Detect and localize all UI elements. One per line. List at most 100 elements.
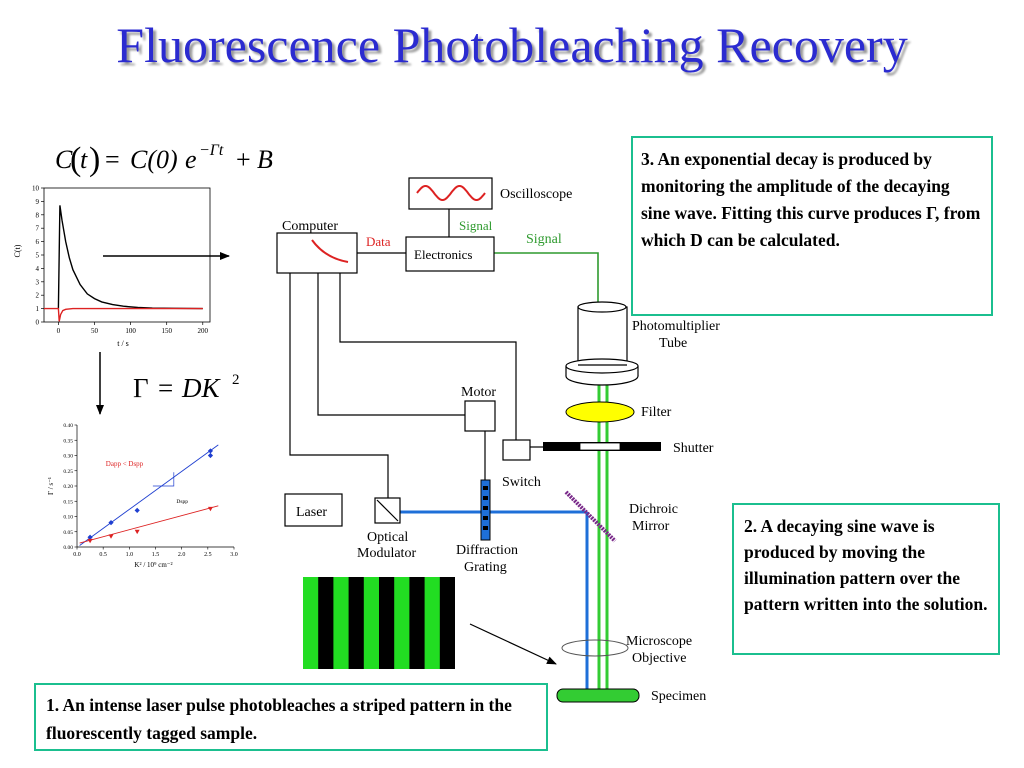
eq-t: t	[80, 145, 88, 174]
diffraction-label-line1: Diffraction	[456, 543, 518, 558]
gamma-chart-point-red	[134, 529, 140, 535]
gamma-chart-ylabel: Γ / s⁻¹	[47, 477, 55, 495]
gamma-chart-point-blue	[207, 448, 214, 454]
gamma-chart-slope-triangle	[152, 472, 175, 487]
decay-chart-ytick-label: 8	[36, 211, 40, 219]
microscope-label-line1: Microscope	[626, 634, 692, 649]
svg-text:): )	[89, 141, 100, 178]
optical-label-line1: Optical	[367, 530, 408, 545]
gamma-chart-point-blue	[207, 452, 214, 459]
dichroic-label-line2: Mirror	[632, 519, 670, 534]
page-title: Fluorescence Photobleaching Recovery	[116, 17, 908, 73]
gamma-chart-xtick-label: 3.0	[230, 552, 238, 558]
stripe-bar	[363, 577, 379, 669]
pmt-label-line2: Tube	[659, 336, 687, 351]
gamma-chart-fit-1	[79, 444, 219, 546]
decay-equation: C ( t ) = C(0) e −Γt + B	[55, 141, 273, 178]
gamma-chart-ytick-label: 0.25	[63, 469, 73, 475]
decay-chart-ytick-label: 4	[36, 265, 40, 273]
motor-label: Motor	[461, 385, 496, 400]
photomultiplier-tube	[565, 301, 639, 386]
laser-label: Laser	[296, 505, 327, 520]
microscope-label-line2: Objective	[632, 651, 686, 666]
signal-right-label: Signal	[526, 232, 562, 247]
decay-chart-ytick-label: 0	[36, 319, 40, 327]
eq-c0: C(0)	[130, 145, 178, 174]
switch-box	[502, 439, 531, 461]
eq-gamma-equals: =	[158, 373, 173, 403]
control-wires	[289, 209, 517, 498]
specimen-label: Specimen	[651, 689, 706, 704]
switch-label: Switch	[502, 475, 541, 490]
gamma-chart-ytick-label: 0.30	[63, 454, 73, 460]
signal-top-label: Signal	[459, 218, 493, 233]
stripes-to-specimen-arrow	[469, 623, 557, 665]
note-step-2: 2. A decaying sine wave is produced by m…	[732, 503, 1000, 655]
gamma-chart-point-red	[108, 534, 114, 539]
data-label: Data	[366, 234, 391, 249]
gamma-chart-xlabel: K² / 10⁹ cm⁻²	[134, 561, 172, 569]
eq-equals: =	[105, 145, 120, 174]
decay-chart-ytick-label: 6	[36, 238, 40, 246]
gamma-chart-xtick-label: 0.0	[73, 552, 81, 558]
decay-chart-ytick-label: 1	[36, 305, 40, 313]
eq-b: B	[257, 145, 273, 174]
motor-box	[464, 400, 496, 432]
pmt-label-line1: Photomultiplier	[632, 319, 720, 334]
optical-label-line2: Modulator	[357, 546, 416, 561]
stripe-bar	[424, 577, 440, 669]
filter-shape	[565, 401, 635, 423]
oscilloscope-wave	[416, 185, 486, 201]
computer-box	[276, 232, 358, 274]
stripe-bar	[333, 577, 349, 669]
decay-chart-xlabel: t / s	[117, 339, 129, 348]
decay-chart-xtick-label: 0	[57, 327, 61, 335]
gamma-chart-ytick-label: 0.15	[63, 499, 73, 505]
decay-chart-ytick-label: 9	[36, 198, 40, 206]
decay-chart-ylabel: C(t)	[13, 244, 22, 257]
gamma-chart-xtick-label: 0.5	[99, 552, 107, 558]
gamma-chart-point-blue	[87, 534, 93, 540]
decay-chart-xtick-label: 100	[125, 327, 136, 335]
decay-chart-xtick-label: 50	[91, 327, 99, 335]
filter-label: Filter	[641, 405, 672, 420]
gamma-chart-xtick-label: 1.0	[126, 552, 134, 558]
gamma-chart-point-blue	[108, 520, 114, 526]
stripe-bar	[394, 577, 410, 669]
decay-chart-ytick-label: 7	[36, 225, 40, 233]
gamma-chart-ytick-label: 0.00	[63, 545, 73, 551]
svg-text:(: (	[70, 141, 81, 178]
gamma-chart-fit-2	[79, 505, 219, 544]
electronics-box	[405, 236, 495, 272]
gamma-chart-point-red	[207, 506, 213, 512]
gamma-chart-xtick-label: 2.5	[204, 552, 212, 558]
signal-line	[494, 252, 599, 302]
gamma-chart-ytick-label: 0.35	[63, 438, 73, 444]
eq-dk: DK	[181, 373, 221, 403]
optical-modulator-diagonal	[376, 499, 399, 522]
gamma-chart-point-red	[87, 538, 93, 544]
computer-label: Computer	[282, 219, 338, 234]
eq-c: C	[55, 145, 73, 174]
decay-chart-series-2	[44, 307, 203, 322]
gamma-chart-slope-label: Dspp	[176, 499, 188, 505]
diffraction-grating	[480, 479, 491, 541]
gamma-chart-annotation: Dapp < Dspp	[106, 460, 144, 468]
gamma-chart-ytick-label: 0.40	[63, 423, 73, 429]
gamma-chart-xtick-label: 2.0	[178, 552, 186, 558]
dichroic-label-line1: Dichroic	[629, 502, 678, 517]
eq-plus: +	[236, 145, 251, 174]
computer-screen-trace	[311, 239, 349, 263]
decay-chart-ytick-label: 2	[36, 292, 40, 300]
gamma-chart-ytick-label: 0.05	[63, 530, 73, 536]
oscilloscope-label: Oscilloscope	[500, 187, 572, 202]
laser-box	[284, 493, 343, 527]
decay-chart-series-1	[57, 205, 203, 310]
eq-gamma: Γ	[133, 373, 149, 403]
decay-chart-ytick-label: 3	[36, 278, 40, 286]
stripe-bar	[303, 577, 319, 669]
shutter-label: Shutter	[673, 441, 714, 456]
eq-power: 2	[232, 372, 240, 388]
